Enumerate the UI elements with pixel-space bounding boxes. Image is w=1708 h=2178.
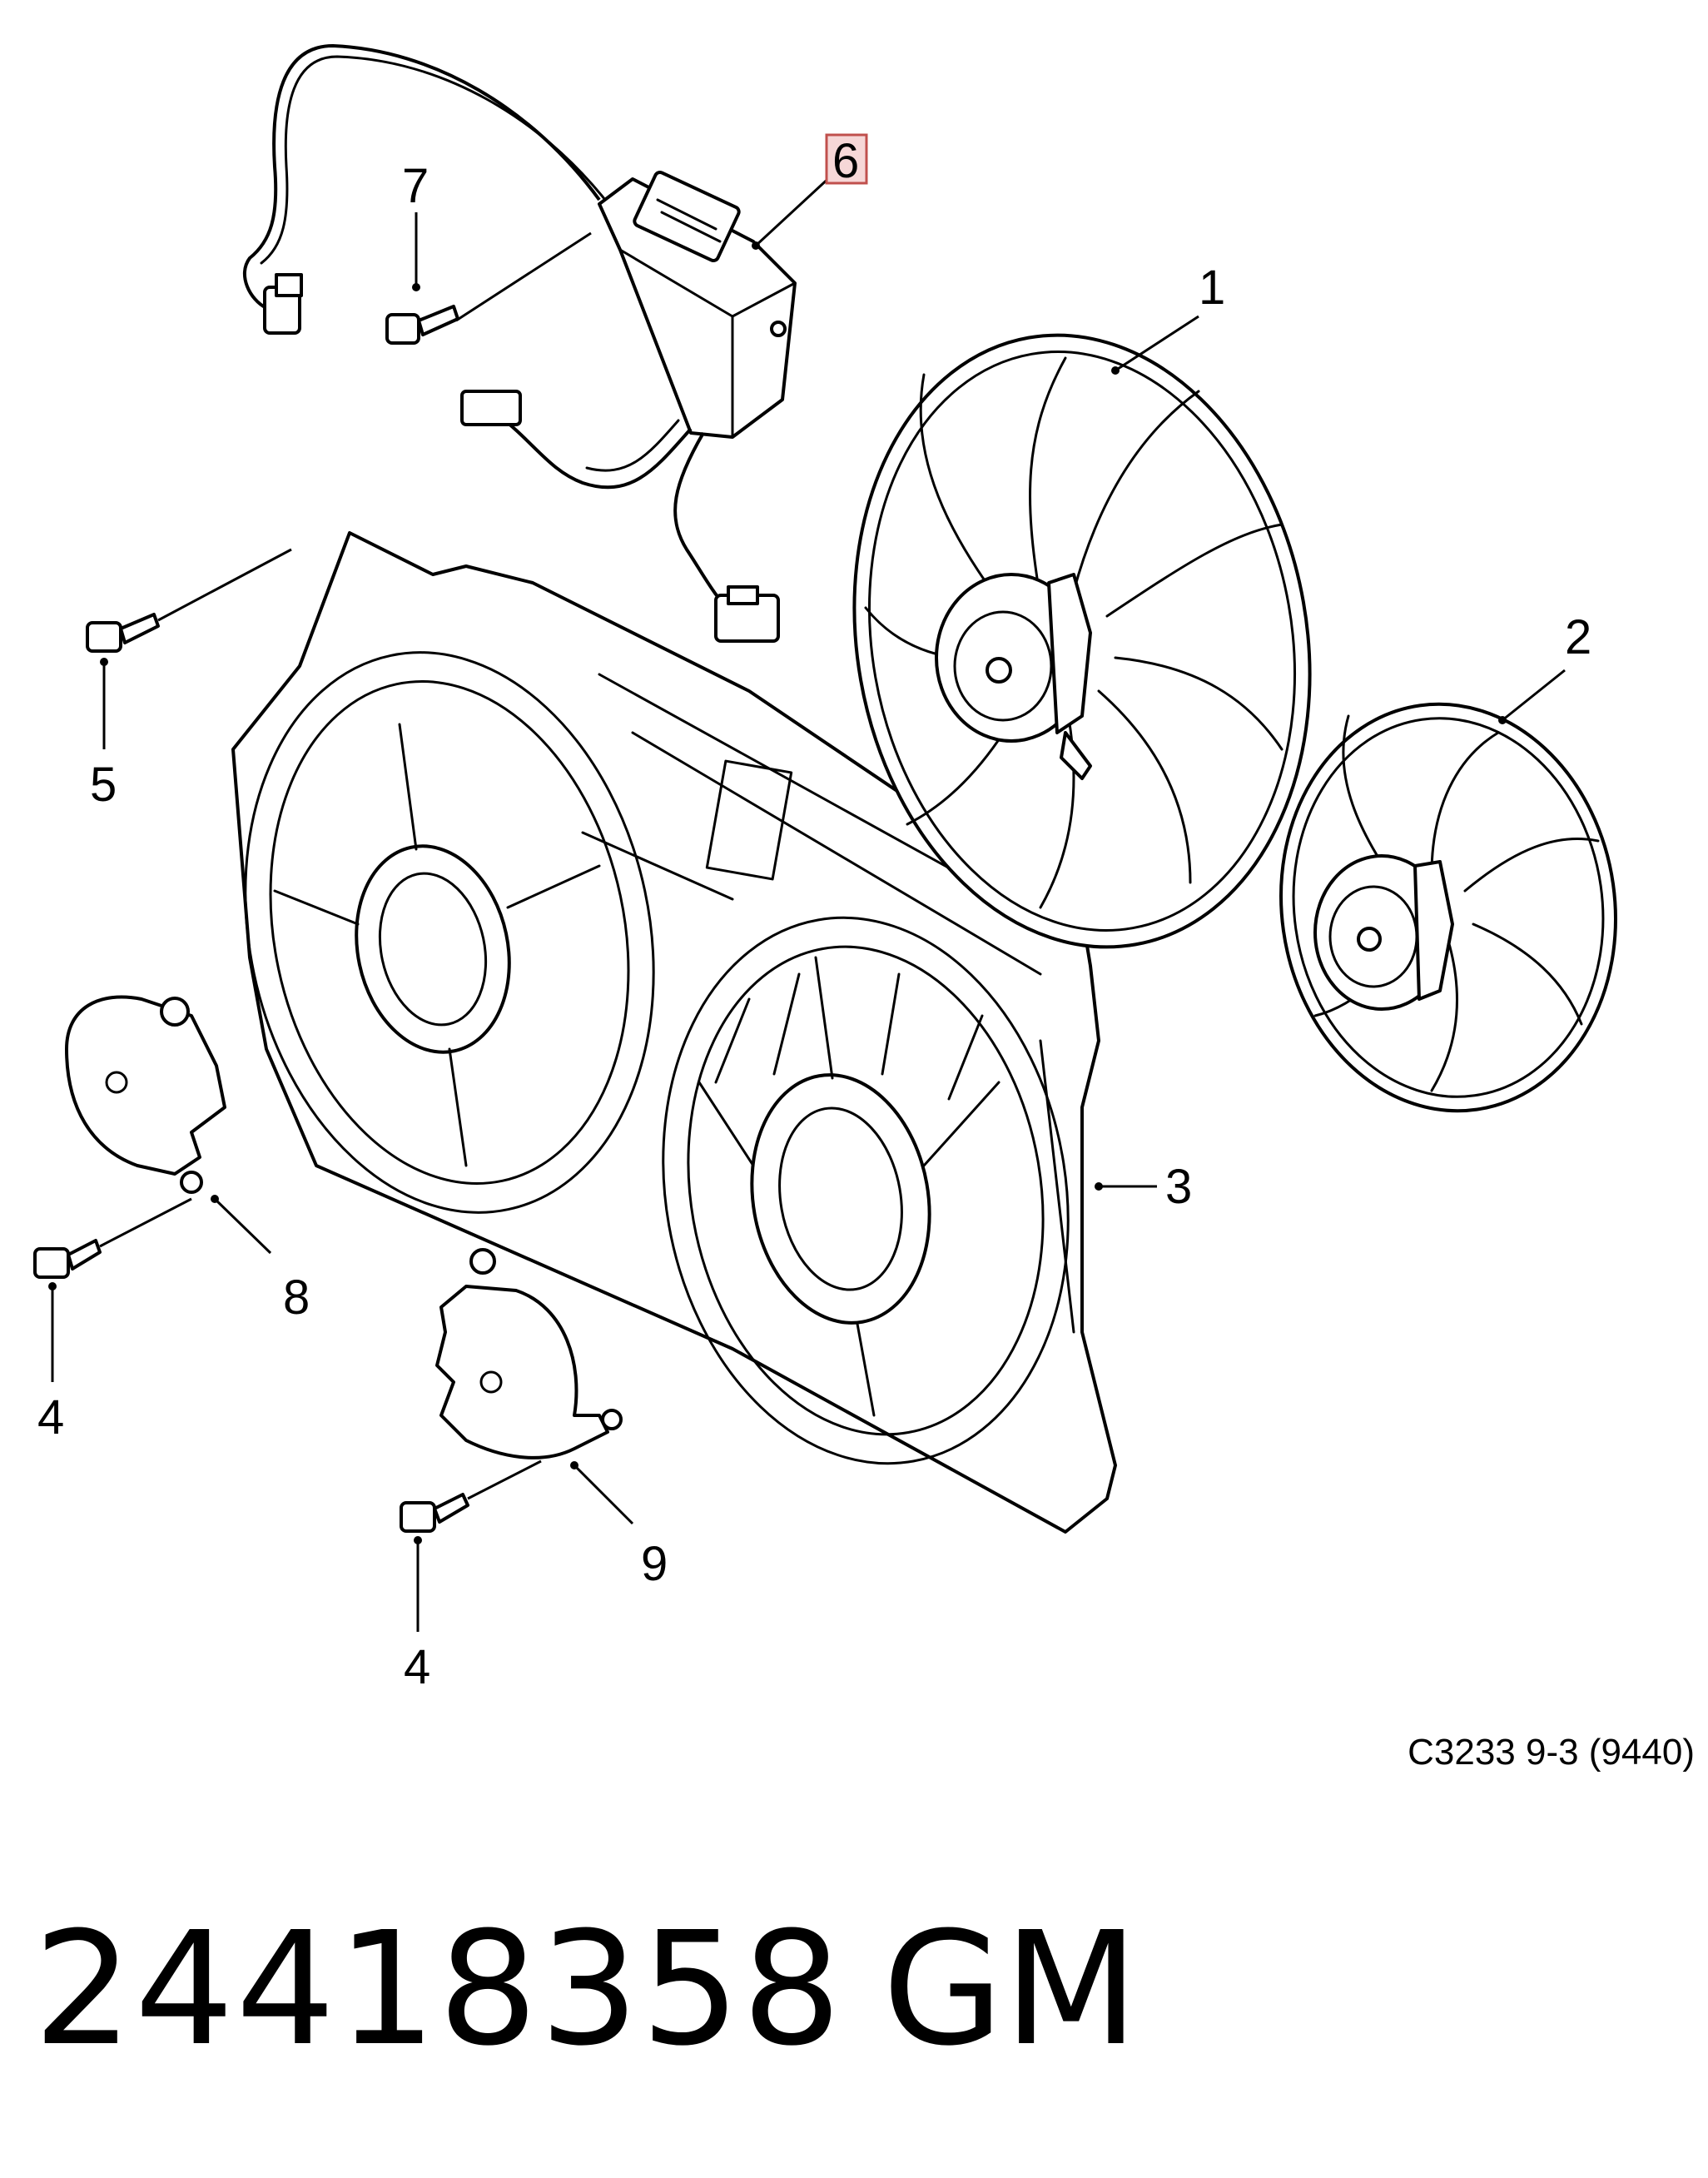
motor-cover-left (65, 995, 226, 1194)
part-number: 24418358 (33, 1898, 843, 2081)
callout-4-lower: 4 (404, 1640, 430, 1694)
callout-9: 9 (641, 1537, 668, 1591)
callout-6: 6 (832, 134, 859, 188)
callout-7: 7 (402, 159, 429, 213)
diagram-reference-code: C3233 9-3 (9440) (1408, 1732, 1695, 1773)
callout-6-highlight (825, 133, 868, 185)
bolt-4-lower (400, 1493, 469, 1533)
callout-1: 1 (1199, 261, 1225, 315)
callout-3: 3 (1165, 1160, 1192, 1214)
fan-blade-large (852, 333, 1312, 949)
bolt-4-left (33, 1239, 102, 1279)
brand-name: GM (882, 1898, 1139, 2081)
bolt-5 (86, 613, 160, 653)
callout-2: 2 (1565, 610, 1591, 664)
module-lower-harness (460, 390, 780, 643)
fan-control-module (598, 171, 797, 439)
control-module-harness (243, 43, 613, 335)
callout-4-left: 4 (37, 1390, 64, 1445)
callout-5: 5 (90, 758, 117, 812)
callout-8: 8 (283, 1270, 310, 1325)
bolt-7 (385, 305, 459, 345)
fan-shroud (231, 531, 1117, 1534)
fan-blade-small (1279, 702, 1617, 1113)
leader-lines (48, 173, 1566, 1632)
motor-cover-lower (435, 1248, 623, 1459)
